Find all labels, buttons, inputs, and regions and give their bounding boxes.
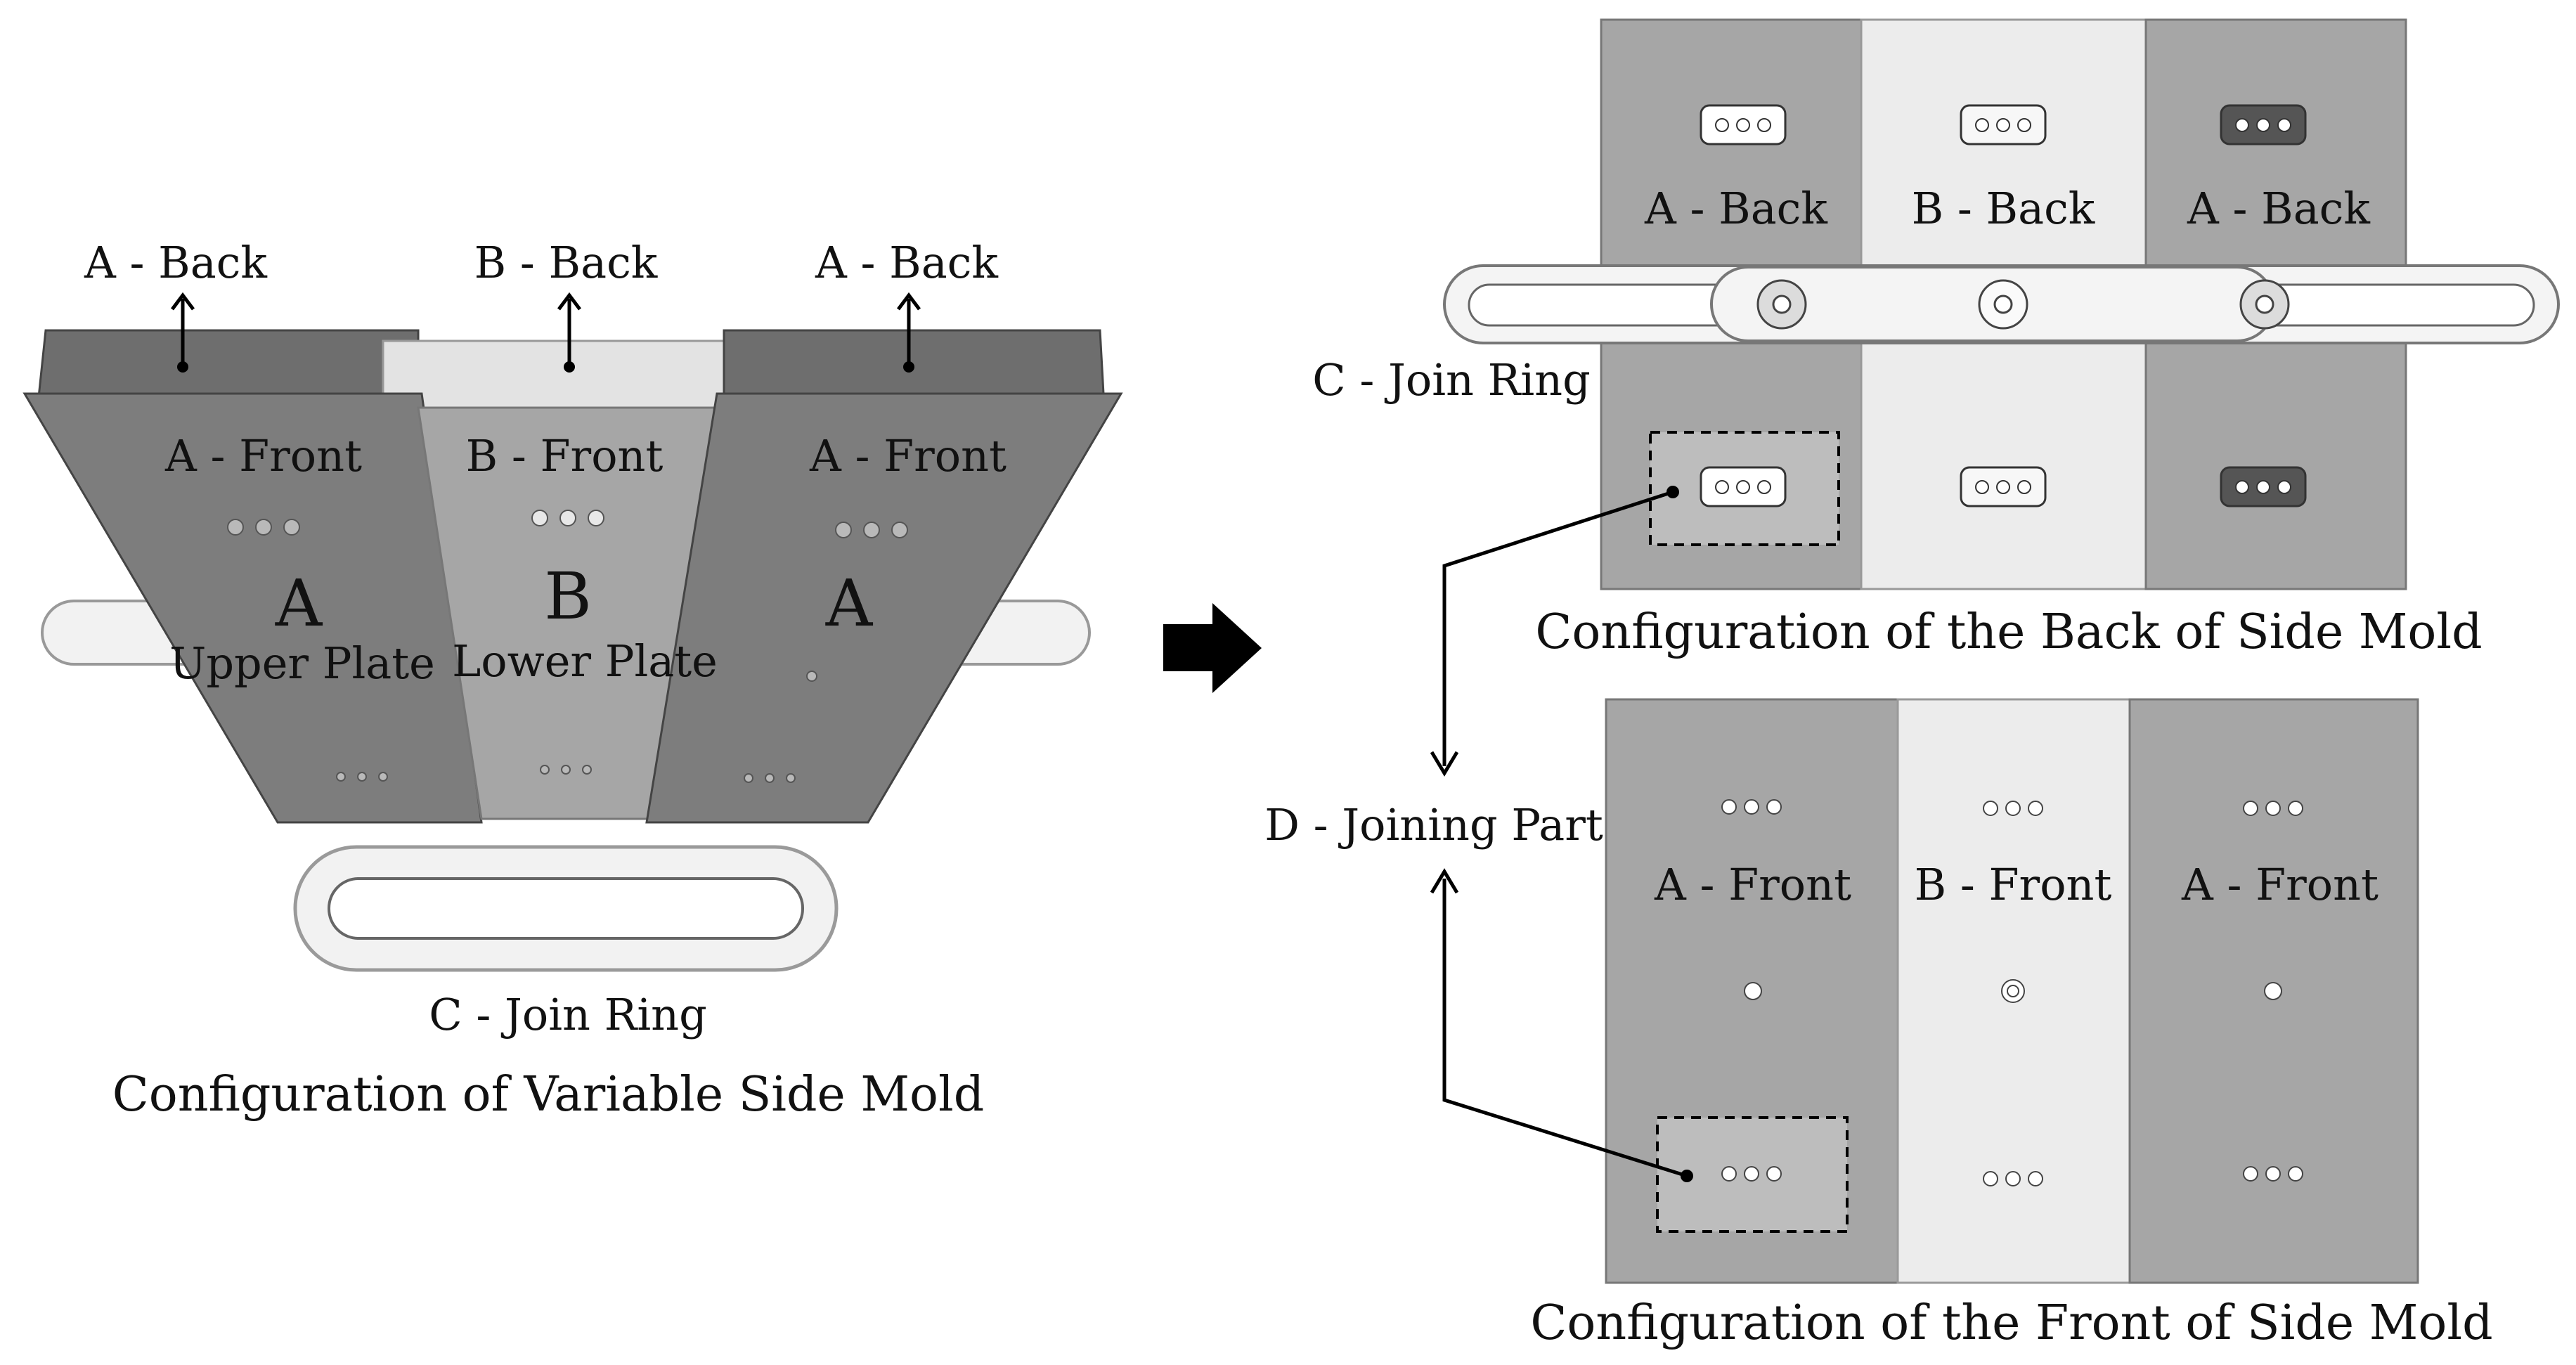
a-front-upper-plate-left	[22, 392, 483, 824]
left-front-label-3: A - Front	[809, 430, 1007, 481]
plate-letter-a-left: A	[275, 566, 323, 641]
left-caption: Configuration of Variable Side Mold	[112, 1067, 985, 1123]
back-configuration: A - Back B - Back A - Back C - Join Ring…	[1312, 18, 2560, 660]
left-back-label-2: B - Back	[474, 237, 658, 288]
right-front-label-1: A - Front	[1654, 859, 1851, 910]
joining-part-connectors	[1430, 490, 1688, 1178]
left-front-label-1: A - Front	[164, 430, 362, 481]
joining-part-label: D - Joining Part	[1264, 799, 1603, 850]
right-join-ring-label: C - Join Ring	[1312, 354, 1591, 406]
lower-plate-label: Lower Plate	[452, 635, 718, 687]
a-back-plate-right	[723, 329, 1105, 395]
plate-letter-a-right: A	[825, 566, 874, 641]
arrow-dots	[177, 361, 914, 373]
plate-holes	[227, 510, 908, 783]
a-front-upper-plate-right	[645, 392, 1123, 824]
right-back-label-2: B - Back	[1912, 183, 2095, 234]
transition-arrow	[1163, 603, 1262, 693]
a-back-plate-left	[37, 329, 420, 399]
left-join-ring-label: C - Join Ring	[429, 989, 707, 1040]
joining-dot-back	[1666, 486, 1679, 498]
plate-letter-b: B	[544, 559, 592, 634]
left-back-label-1: A - Back	[84, 237, 267, 288]
joining-dot-front	[1681, 1170, 1693, 1182]
left-front-label-2: B - Front	[466, 430, 664, 481]
back-label-arrows	[171, 292, 921, 365]
left-join-ring-slot	[328, 877, 804, 940]
front-caption: Configuration of the Front of Side Mold	[1530, 1295, 2492, 1351]
right-back-label-1: A - Back	[1644, 183, 1827, 234]
front-configuration: A - Front B - Front A - Front Configurat…	[1530, 698, 2493, 1351]
left-back-label-3: A - Back	[815, 237, 998, 288]
back-caption: Configuration of the Back of Side Mold	[1535, 604, 2482, 660]
upper-plate-label: Upper Plate	[169, 638, 435, 689]
right-front-label-3: A - Front	[2181, 859, 2378, 910]
left-3d-view: A - Back B - Back A - Back A - Front B -…	[22, 237, 1123, 1123]
right-front-label-2: B - Front	[1915, 859, 2112, 910]
right-back-label-3: A - Back	[2187, 183, 2370, 234]
